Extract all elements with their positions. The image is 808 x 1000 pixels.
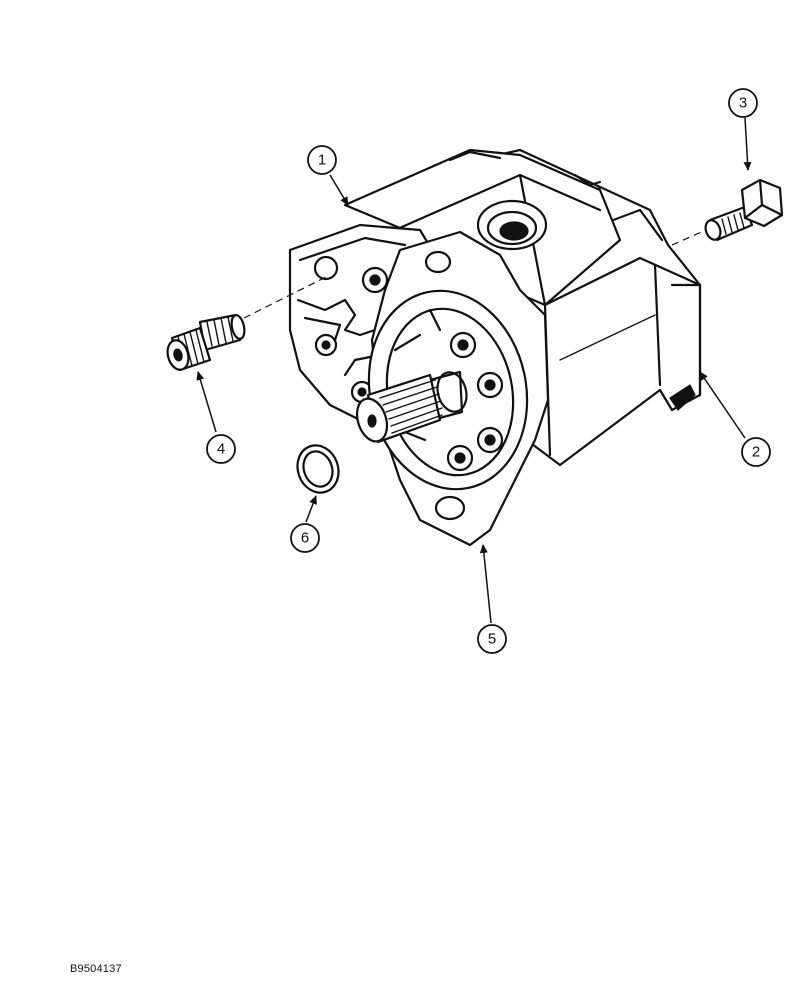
callout-1-label: 1 [318,152,326,169]
callout-2-label: 2 [752,444,760,461]
pump-assembly [288,148,702,547]
callout-3-label: 3 [739,95,747,112]
callout-5-label: 5 [488,631,496,648]
splined-shaft [355,370,468,444]
callout-4: 4 [196,371,236,464]
fitting-part [166,313,246,372]
callout-6: 6 [290,495,320,553]
callout-6-label: 6 [301,530,309,547]
fitting-centerline [243,274,331,319]
callout-3: 3 [728,88,758,171]
o-ring-part [296,444,340,494]
callout-2: 2 [699,371,771,467]
cap-screw-part [704,178,784,242]
figure-id: B9504137 [70,963,122,975]
callout-1: 1 [307,145,349,206]
screw-centerline [671,229,707,246]
callout-5: 5 [477,544,507,654]
callout-4-label: 4 [217,441,225,458]
